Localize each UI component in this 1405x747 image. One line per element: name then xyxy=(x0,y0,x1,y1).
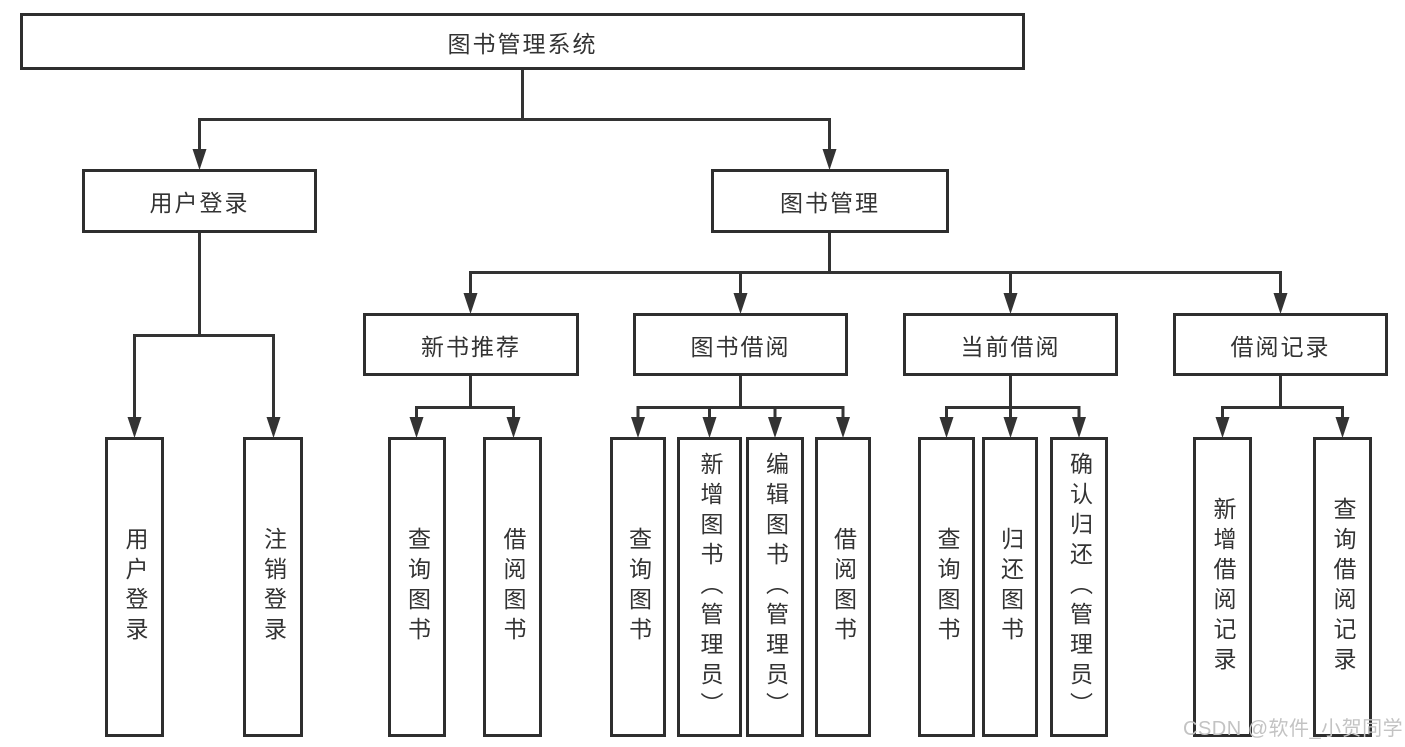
node-user-login: 用户登录 xyxy=(82,169,317,233)
node-leaf-cb-query-book: 查询图书 xyxy=(918,437,975,737)
arrow-down-icon-leaves xyxy=(127,417,1350,438)
node-leaf-user-login: 用户登录 xyxy=(105,437,164,737)
node-leaf-bb-add-book: 新增图书（管理员） xyxy=(677,437,742,737)
node-leaf-nb-borrow-book: 借阅图书 xyxy=(483,437,542,737)
node-leaf-logout-label: 注销登录 xyxy=(260,527,287,647)
node-root-label: 图书管理系统 xyxy=(447,30,598,57)
node-leaf-bb-add-book-label: 新增图书（管理员） xyxy=(697,452,723,722)
node-book-borrow-label: 图书借阅 xyxy=(690,333,791,360)
node-leaf-nb-query-book-label: 查询图书 xyxy=(404,527,431,647)
node-user-login-label: 用户登录 xyxy=(149,190,250,216)
node-new-book-rec-label: 新书推荐 xyxy=(421,333,521,360)
node-leaf-user-login-label: 用户登录 xyxy=(122,527,148,647)
node-leaf-cb-confirm-return: 确认归还（管理员） xyxy=(1050,437,1108,737)
connector-book-borrow-group xyxy=(636,376,845,419)
arrow-down-icon-level3 xyxy=(463,293,1288,314)
node-leaf-bb-query-book: 查询图书 xyxy=(610,437,666,737)
node-current-borrow-label: 当前借阅 xyxy=(960,333,1061,360)
node-leaf-cb-return-book-label: 归还图书 xyxy=(997,527,1024,647)
csdn-watermark: CSDN @软件_小贺同学 xyxy=(1183,718,1404,740)
connector-user-login-group xyxy=(133,233,275,419)
node-leaf-bb-edit-book: 编辑图书（管理员） xyxy=(746,437,804,737)
node-leaf-bb-edit-book-label: 编辑图书（管理员） xyxy=(762,452,789,722)
node-leaf-bb-borrow-book: 借阅图书 xyxy=(815,437,871,737)
node-leaf-nb-borrow-book-label: 借阅图书 xyxy=(500,527,526,647)
connector-new-book-rec-group xyxy=(415,376,515,419)
node-leaf-br-query-record: 查询借阅记录 xyxy=(1313,437,1372,737)
node-current-borrow: 当前借阅 xyxy=(903,313,1118,376)
node-book-mgmt: 图书管理 xyxy=(711,169,949,233)
node-book-mgmt-label: 图书管理 xyxy=(780,190,880,216)
node-leaf-bb-borrow-book-label: 借阅图书 xyxy=(830,527,857,647)
node-leaf-br-add-record: 新增借阅记录 xyxy=(1193,437,1252,737)
node-leaf-cb-return-book: 归还图书 xyxy=(982,437,1038,737)
connector-borrow-records-group xyxy=(1221,376,1344,419)
connector-book-mgmt-group xyxy=(469,233,1282,295)
node-root: 图书管理系统 xyxy=(20,13,1025,70)
connector-current-borrow-group xyxy=(945,376,1081,419)
node-leaf-bb-query-book-label: 查询图书 xyxy=(625,527,652,647)
node-leaf-cb-confirm-return-label: 确认归还（管理员） xyxy=(1066,452,1093,722)
node-leaf-logout: 注销登录 xyxy=(243,437,303,737)
arrow-down-icon-level2 xyxy=(192,149,837,170)
node-borrow-records-label: 借阅记录 xyxy=(1230,333,1331,360)
node-leaf-cb-query-book-label: 查询图书 xyxy=(934,527,960,647)
connector-root xyxy=(198,69,831,150)
node-leaf-nb-query-book: 查询图书 xyxy=(388,437,446,737)
node-leaf-br-query-record-label: 查询借阅记录 xyxy=(1330,497,1356,677)
node-borrow-records: 借阅记录 xyxy=(1173,313,1388,376)
node-leaf-br-add-record-label: 新增借阅记录 xyxy=(1210,497,1236,677)
node-book-borrow: 图书借阅 xyxy=(633,313,848,376)
node-new-book-rec: 新书推荐 xyxy=(363,313,579,376)
